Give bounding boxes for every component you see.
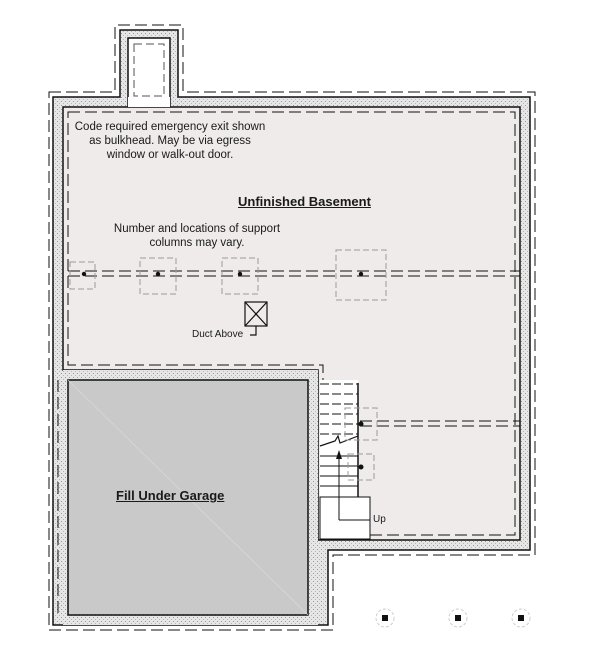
stairs[interactable] [319,380,371,540]
stairs-up-arrow-icon [336,450,342,459]
duct-icon [244,301,268,336]
duct-label: Duct Above [192,329,244,340]
stairs-up-label: Up [373,514,386,525]
support-columns [81,271,364,470]
support-columns-note: Number and locations of support columns … [113,223,281,249]
basement-label: Unfinished Basement [238,194,371,209]
garage-label: Fill Under Garage [116,488,225,503]
column-footings [69,249,387,481]
exterior-posts [375,608,531,628]
foundation-walls [52,29,531,626]
beams [68,270,520,427]
emergency-exit-note: Code required emergency exit shown as bu… [74,121,266,161]
